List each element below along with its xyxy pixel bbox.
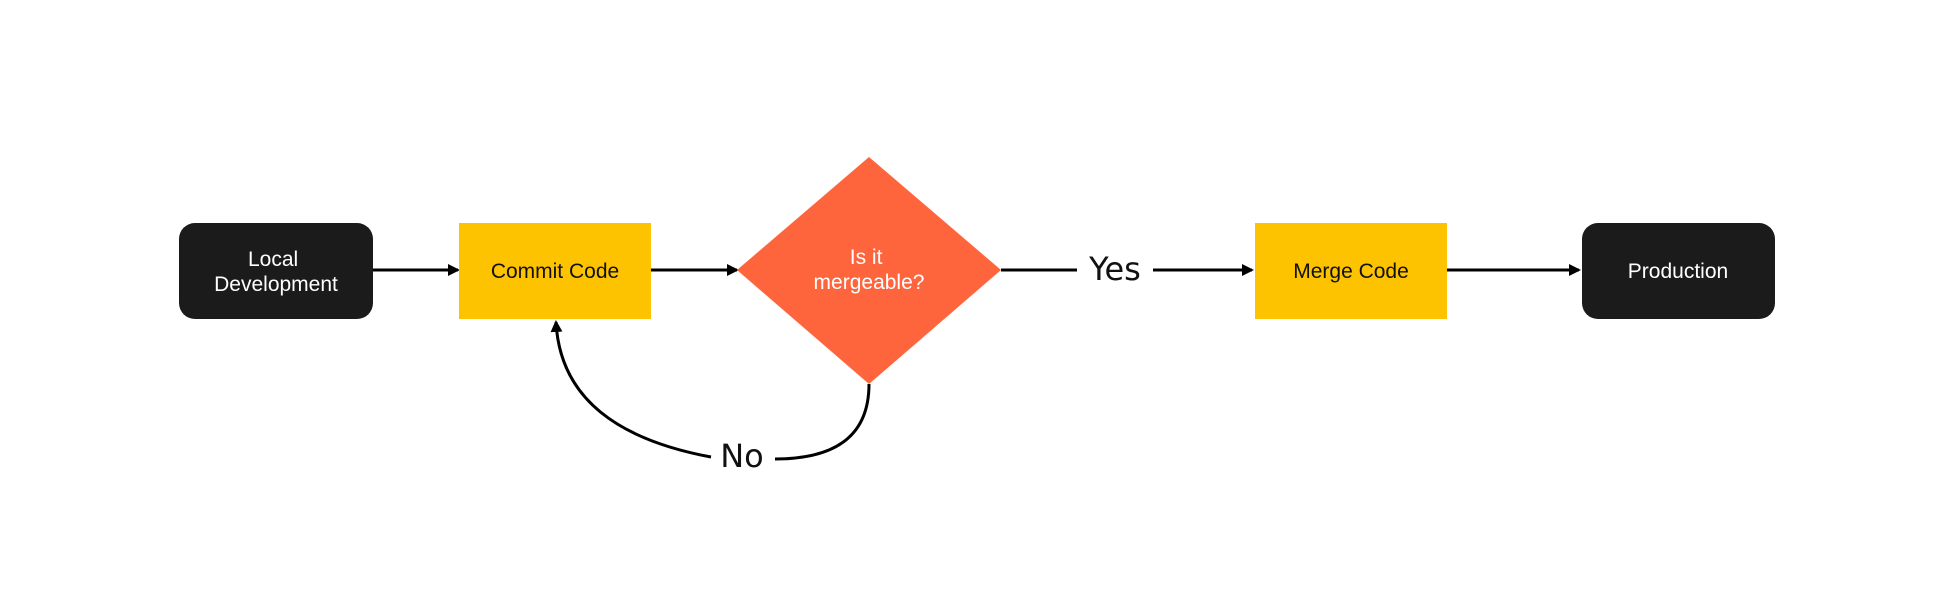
node-merge-code-shape bbox=[1255, 223, 1447, 319]
edge-label-no: No bbox=[720, 437, 764, 475]
node-local-development-shape bbox=[179, 223, 373, 319]
node-local-development-label-line-2: Development bbox=[214, 273, 338, 296]
node-production-label: Production bbox=[1628, 260, 1728, 283]
node-production-shape bbox=[1582, 223, 1775, 319]
node-decision-mergeable-label: Is it mergeable? bbox=[814, 246, 925, 294]
node-merge-code: Merge Code bbox=[1255, 223, 1447, 319]
node-commit-code-shape bbox=[459, 223, 651, 319]
node-commit-code: Commit Code bbox=[459, 223, 651, 319]
node-decision-mergeable-label-line-1: Is it bbox=[850, 246, 883, 269]
edge-no-loop-commit-segment bbox=[550, 320, 712, 459]
node-production: Production bbox=[1582, 223, 1775, 319]
node-local-development: Local Development bbox=[179, 223, 373, 319]
node-decision-mergeable-shape bbox=[737, 157, 1001, 384]
node-local-development-label-line-1: Local bbox=[248, 248, 298, 271]
node-commit-code-label: Commit Code bbox=[491, 260, 619, 283]
edge-no-loop-decision-segment bbox=[774, 383, 871, 461]
node-decision-mergeable-label-line-2: mergeable? bbox=[814, 271, 925, 294]
node-decision-mergeable: Is it mergeable? bbox=[737, 157, 1001, 384]
node-local-development-label: Local Development bbox=[214, 248, 338, 296]
edge-label-yes: Yes bbox=[1088, 250, 1141, 288]
node-merge-code-label: Merge Code bbox=[1293, 260, 1409, 283]
